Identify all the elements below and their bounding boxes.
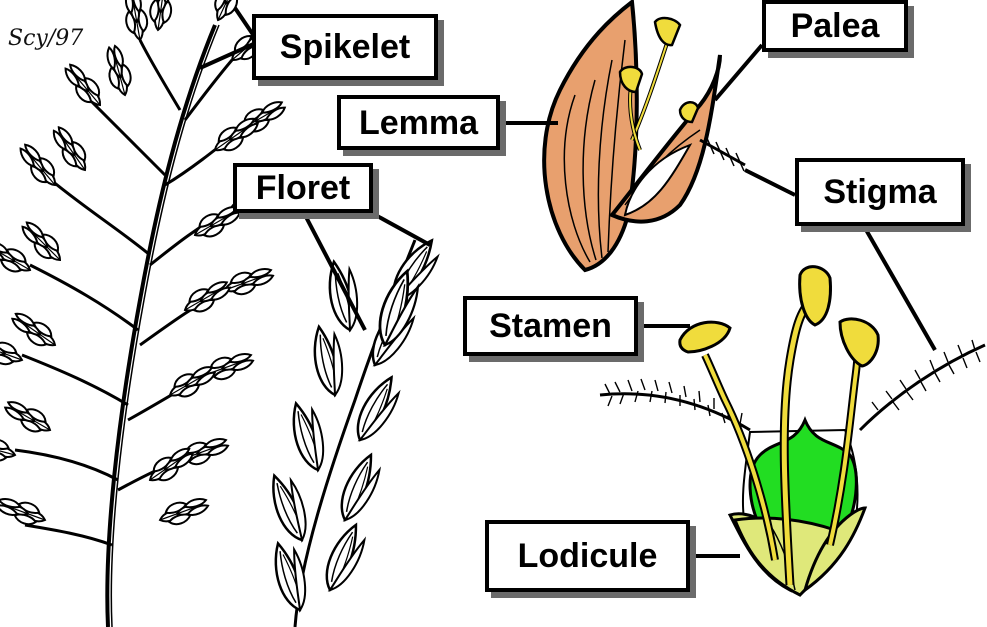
- label-stigma: Stigma: [795, 158, 965, 226]
- spike-drawing: [266, 235, 446, 627]
- label-palea: Palea: [762, 0, 908, 52]
- floret-detail-drawing: [544, 2, 745, 270]
- label-floret: Floret: [233, 163, 373, 213]
- panicle-drawing: [0, 0, 288, 627]
- label-spikelet: Spikelet: [252, 14, 438, 80]
- artist-signature: Scy/97: [8, 26, 83, 51]
- label-lemma: Lemma: [337, 95, 500, 150]
- label-stamen: Stamen: [463, 296, 638, 356]
- label-lodicule: Lodicule: [485, 520, 690, 592]
